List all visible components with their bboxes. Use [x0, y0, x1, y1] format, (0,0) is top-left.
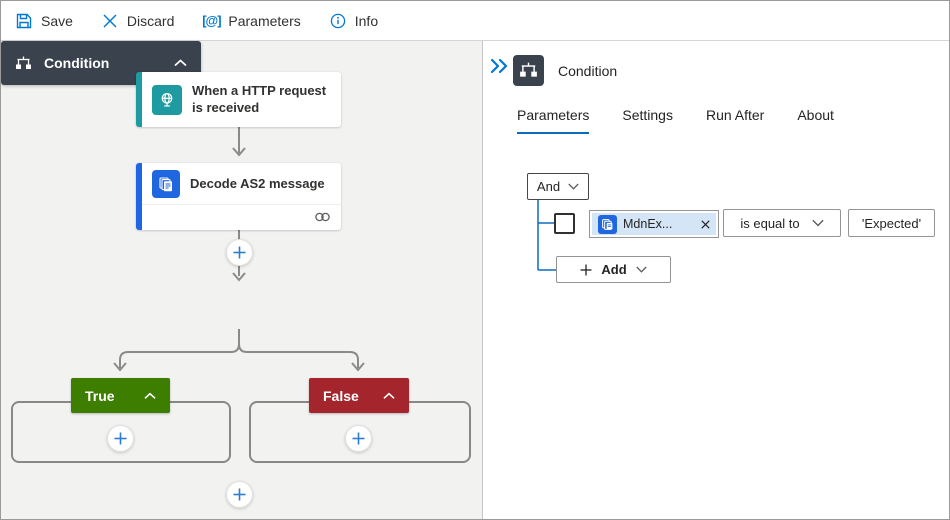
comparison-operator-dropdown[interactable]: is equal to	[723, 209, 841, 237]
parameters-icon: [@]	[202, 13, 221, 28]
condition-icon	[15, 56, 32, 71]
tab-parameters[interactable]: Parameters	[517, 107, 590, 134]
condition-node-title: Condition	[44, 55, 110, 71]
chevron-down-icon	[568, 183, 579, 190]
workflow-canvas[interactable]: When a HTTP request is received Decode A…	[1, 41, 483, 519]
as2-token-icon	[598, 214, 617, 234]
tab-settings[interactable]: Settings	[622, 107, 673, 123]
condition-right-operand-field[interactable]: 'Expected'	[848, 209, 935, 237]
trigger-title: When a HTTP request is received	[192, 83, 327, 115]
action-title: Decode AS2 message	[190, 176, 325, 191]
info-label: Info	[354, 12, 379, 29]
action-node-decode-as2[interactable]: Decode AS2 message	[136, 163, 341, 230]
http-request-icon	[152, 84, 182, 115]
save-label: Save	[41, 12, 73, 29]
panel-title: Condition	[558, 63, 618, 79]
add-condition-button[interactable]: Add	[556, 256, 671, 283]
true-add-action-button[interactable]	[107, 425, 134, 452]
tab-about[interactable]: About	[797, 107, 834, 123]
connection-link-icon[interactable]	[314, 211, 331, 223]
condition-builder: And MdnEx...	[483, 151, 949, 519]
false-branch-header[interactable]: False	[309, 378, 409, 413]
chevron-down-icon	[635, 266, 647, 273]
remove-token-icon[interactable]	[701, 219, 710, 229]
dynamic-content-token[interactable]: MdnEx...	[592, 213, 716, 235]
action-footer	[142, 204, 341, 229]
condition-left-operand-field[interactable]: MdnEx...	[589, 210, 719, 238]
plus-icon	[580, 264, 592, 275]
save-icon	[15, 12, 33, 30]
collapse-condition-chevron-icon[interactable]	[174, 59, 187, 67]
tab-run-after[interactable]: Run After	[705, 107, 765, 123]
true-collapse-chevron-icon	[144, 392, 156, 399]
token-label: MdnEx...	[623, 217, 673, 231]
insert-step-button[interactable]	[226, 239, 253, 266]
add-button-label: Add	[601, 262, 627, 277]
discard-icon	[101, 12, 119, 30]
save-button[interactable]: Save	[15, 12, 73, 30]
false-branch-label: False	[323, 387, 359, 404]
discard-label: Discard	[126, 12, 175, 29]
collapse-panel-button[interactable]	[489, 58, 511, 80]
condition-row-checkbox[interactable]	[554, 213, 575, 234]
false-collapse-chevron-icon	[383, 392, 395, 399]
trigger-node-http-request[interactable]: When a HTTP request is received	[136, 72, 341, 127]
true-branch-header[interactable]: True	[71, 378, 170, 413]
info-button[interactable]: Info	[329, 12, 378, 30]
join-operator-value: And	[536, 179, 561, 194]
condition-panel-icon	[513, 55, 544, 86]
condition-value: 'Expected'	[861, 215, 922, 231]
connector-lines	[113, 127, 365, 372]
parameters-label: Parameters	[228, 12, 301, 29]
false-add-action-button[interactable]	[345, 425, 372, 452]
designer-toolbar: Save Discard [@] Parameters Info	[1, 1, 949, 41]
chevron-down-icon	[811, 219, 824, 227]
discard-button[interactable]: Discard	[101, 12, 174, 30]
condition-details-panel: Condition Parameters Settings Run After …	[483, 41, 949, 519]
info-icon	[329, 12, 347, 30]
true-branch-label: True	[85, 387, 115, 404]
parameters-button[interactable]: [@] Parameters	[202, 12, 301, 30]
condition-tree-lines	[537, 200, 556, 271]
comparison-operator-value: is equal to	[740, 215, 800, 231]
panel-tabs: Parameters Settings Run After About	[517, 107, 834, 134]
as2-decode-icon	[152, 169, 180, 198]
join-operator-dropdown[interactable]: And	[527, 173, 589, 200]
add-final-step-button[interactable]	[226, 481, 253, 508]
